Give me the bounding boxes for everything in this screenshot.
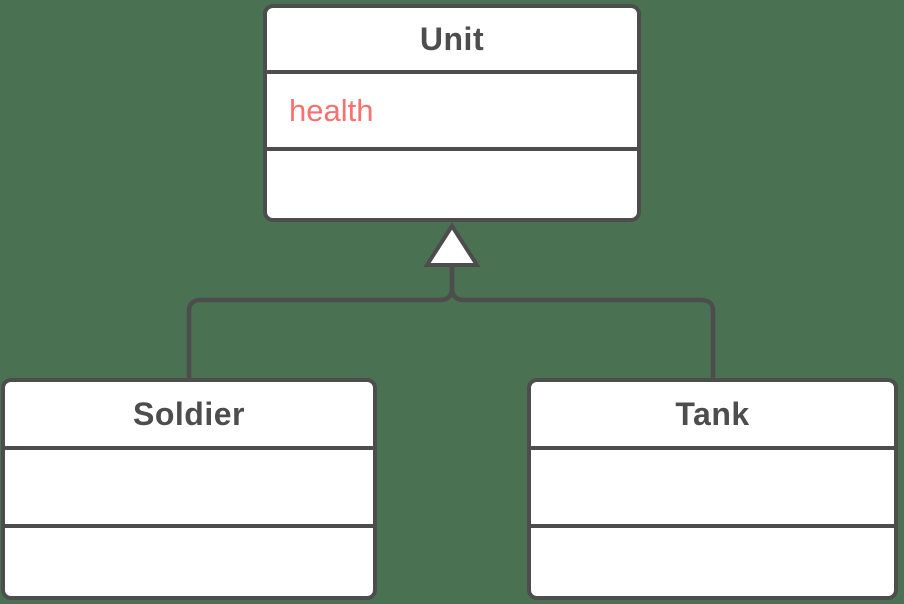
class-methods-soldier — [5, 524, 373, 596]
inheritance-edge-tank-to-unit[interactable] — [449, 264, 716, 380]
class-title-unit: Unit — [419, 20, 485, 57]
class-title-soldier: Soldier — [133, 395, 245, 432]
class-box-tank[interactable]: Tank — [527, 378, 898, 600]
class-attributes-unit: health — [267, 70, 637, 147]
class-title-tank: Tank — [675, 395, 750, 432]
attribute-health: health — [289, 92, 374, 128]
class-methods-unit — [267, 147, 637, 218]
class-box-soldier[interactable]: Soldier — [1, 378, 377, 600]
class-attributes-tank — [531, 446, 894, 524]
class-methods-tank — [531, 524, 894, 596]
inheritance-triangle-icon — [423, 222, 481, 267]
class-box-unit[interactable]: Unit health — [263, 4, 641, 222]
inheritance-edge-soldier-to-unit[interactable] — [186, 264, 455, 380]
class-attributes-soldier — [5, 446, 373, 524]
